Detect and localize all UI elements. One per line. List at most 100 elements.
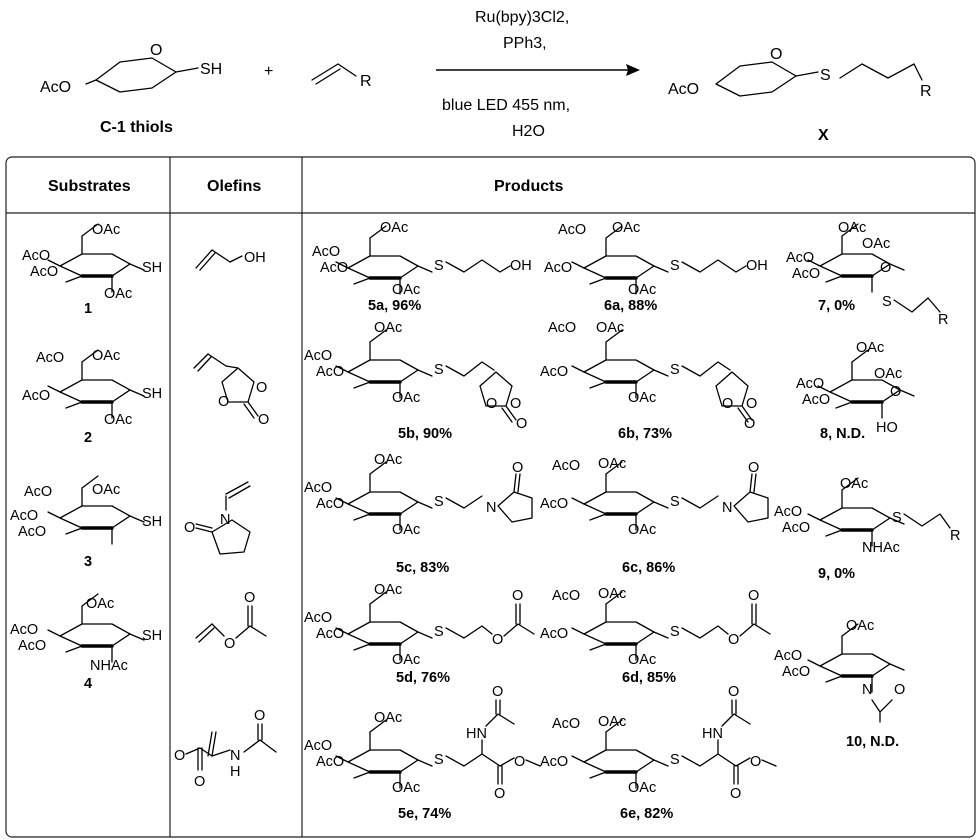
reagent-line-2: PPh3,: [503, 35, 547, 52]
aco-label: AcO: [10, 508, 38, 524]
condition-line-1: blue LED 455 nm,: [442, 97, 570, 114]
o-label: O: [730, 786, 741, 802]
oac-label: OAc: [628, 282, 656, 298]
aco-label: AcO: [18, 524, 46, 540]
reagent-line-1: Ru(bpy)3Cl2,: [475, 9, 569, 26]
aco-label: AcO: [774, 648, 802, 664]
aco-label: AcO: [540, 754, 568, 770]
oac-label: OAc: [92, 482, 120, 498]
oac-label: OAc: [612, 220, 640, 236]
substrate-3: AcO OAc AcO AcO SH 3: [10, 474, 162, 570]
sh-label: SH: [142, 386, 162, 402]
oac-label: OAc: [628, 390, 656, 406]
oh-label: OH: [510, 258, 532, 274]
oac-label: OAc: [392, 652, 420, 668]
s-label: S: [434, 362, 444, 378]
product-yield: 5e, 74%: [398, 806, 451, 822]
sh-label: SH: [142, 260, 162, 276]
oac-label: OAc: [596, 320, 624, 336]
oac-label: OAc: [380, 220, 408, 236]
oac-label: OAc: [374, 320, 402, 336]
product-yield: 5b, 90%: [398, 426, 452, 442]
oac-label: OAc: [392, 780, 420, 796]
o-label: O: [510, 396, 521, 412]
o-label: O: [894, 682, 905, 698]
n-label: N: [486, 500, 496, 516]
substrate-number: 1: [84, 301, 92, 317]
aco-label: AcO: [782, 664, 810, 680]
substrate-4: OAc AcO AcO NHAc SH 4: [10, 592, 162, 692]
hn-label: HN: [702, 726, 723, 742]
r-label: R: [938, 312, 948, 328]
sh-label: SH: [142, 514, 162, 530]
product-yield: 6e, 82%: [620, 806, 673, 822]
product-yield: 5d, 76%: [396, 670, 450, 686]
product-5c: OAc AcO AcO OAc S N O 5c, 83%: [304, 452, 533, 576]
n-label: N: [722, 500, 732, 516]
olefin-vinyl-acetate: O O: [195, 590, 267, 652]
substrate-number: 2: [84, 430, 92, 446]
product-yield: 7, 0%: [818, 298, 855, 314]
product-sulfur: S: [820, 67, 831, 84]
aco-label: AcO: [316, 626, 344, 642]
oac-label: OAc: [104, 412, 132, 428]
o-label: O: [492, 684, 503, 700]
substrate-thiol-structure: AcO O SH: [40, 42, 222, 96]
oh-label: OH: [244, 250, 266, 266]
aco-label: AcO: [320, 260, 348, 276]
product-9: OAc AcO AcO NHAc S R 9, 0%: [774, 476, 960, 582]
s-label: S: [670, 362, 680, 378]
product-5a: OAc AcO AcO OAc S OH 5a, 96%: [312, 220, 532, 314]
oac-label: OAc: [392, 282, 420, 298]
oac-label: OAc: [374, 710, 402, 726]
olefin-structure: R: [311, 63, 372, 90]
reaction-scheme: AcO O SH C-1 thiols + R Ru(bpy)3Cl2, PPh…: [40, 9, 932, 144]
aco-label: AcO: [540, 364, 568, 380]
h-label: H: [230, 764, 240, 780]
oac-label: OAc: [392, 390, 420, 406]
product-6e: AcO OAc AcO OAc S HN O O O 6e, 82%: [540, 684, 777, 822]
o-label: O: [256, 380, 267, 396]
olefin-dehydroalanine: O O N H O: [174, 708, 277, 790]
product-6a: AcO OAc AcO OAc S OH 6a, 88%: [544, 220, 768, 314]
o-label: O: [224, 636, 235, 652]
table-frame: [5, 156, 976, 838]
acetoxy-label: AcO: [40, 79, 71, 96]
oac-label: OAc: [628, 780, 656, 796]
o-label: O: [744, 416, 755, 432]
o-label: O: [748, 460, 759, 476]
aco-label: AcO: [558, 222, 586, 238]
o-label: O: [492, 632, 503, 648]
aco-label: AcO: [22, 248, 50, 264]
o-label: O: [514, 754, 525, 770]
condition-line-2: H2O: [512, 123, 545, 140]
aco-label: AcO: [786, 250, 814, 266]
product-yield: 6b, 73%: [618, 426, 672, 442]
product-yield: 10, N.D.: [846, 734, 899, 750]
s-label: S: [434, 624, 444, 640]
o-label: O: [218, 394, 229, 410]
product-yield: 6c, 86%: [622, 560, 675, 576]
o-label: O: [728, 632, 739, 648]
o-label: O: [486, 396, 497, 412]
aco-label: AcO: [544, 260, 572, 276]
product-yield: 6a, 88%: [604, 298, 657, 314]
product-yield: 9, 0%: [818, 566, 855, 582]
oac-label: OAc: [104, 286, 132, 302]
oac-label: OAc: [874, 366, 902, 382]
ring-oxygen-label: O: [150, 42, 162, 59]
sh-label: SH: [142, 628, 162, 644]
substrate-1: OAc AcO AcO OAc SH 1: [22, 222, 162, 317]
n-label: N: [220, 512, 230, 528]
product-yield: 6d, 85%: [622, 670, 676, 686]
olefin-vinyl-carbonate: O O O: [193, 353, 269, 428]
olefin-allyl-alcohol: OH: [195, 249, 266, 271]
oac-label: OAc: [838, 220, 866, 236]
o-label: O: [244, 590, 255, 606]
aco-label: AcO: [552, 716, 580, 732]
o-label: O: [890, 384, 901, 400]
aco-label: AcO: [540, 626, 568, 642]
s-label: S: [434, 752, 444, 768]
